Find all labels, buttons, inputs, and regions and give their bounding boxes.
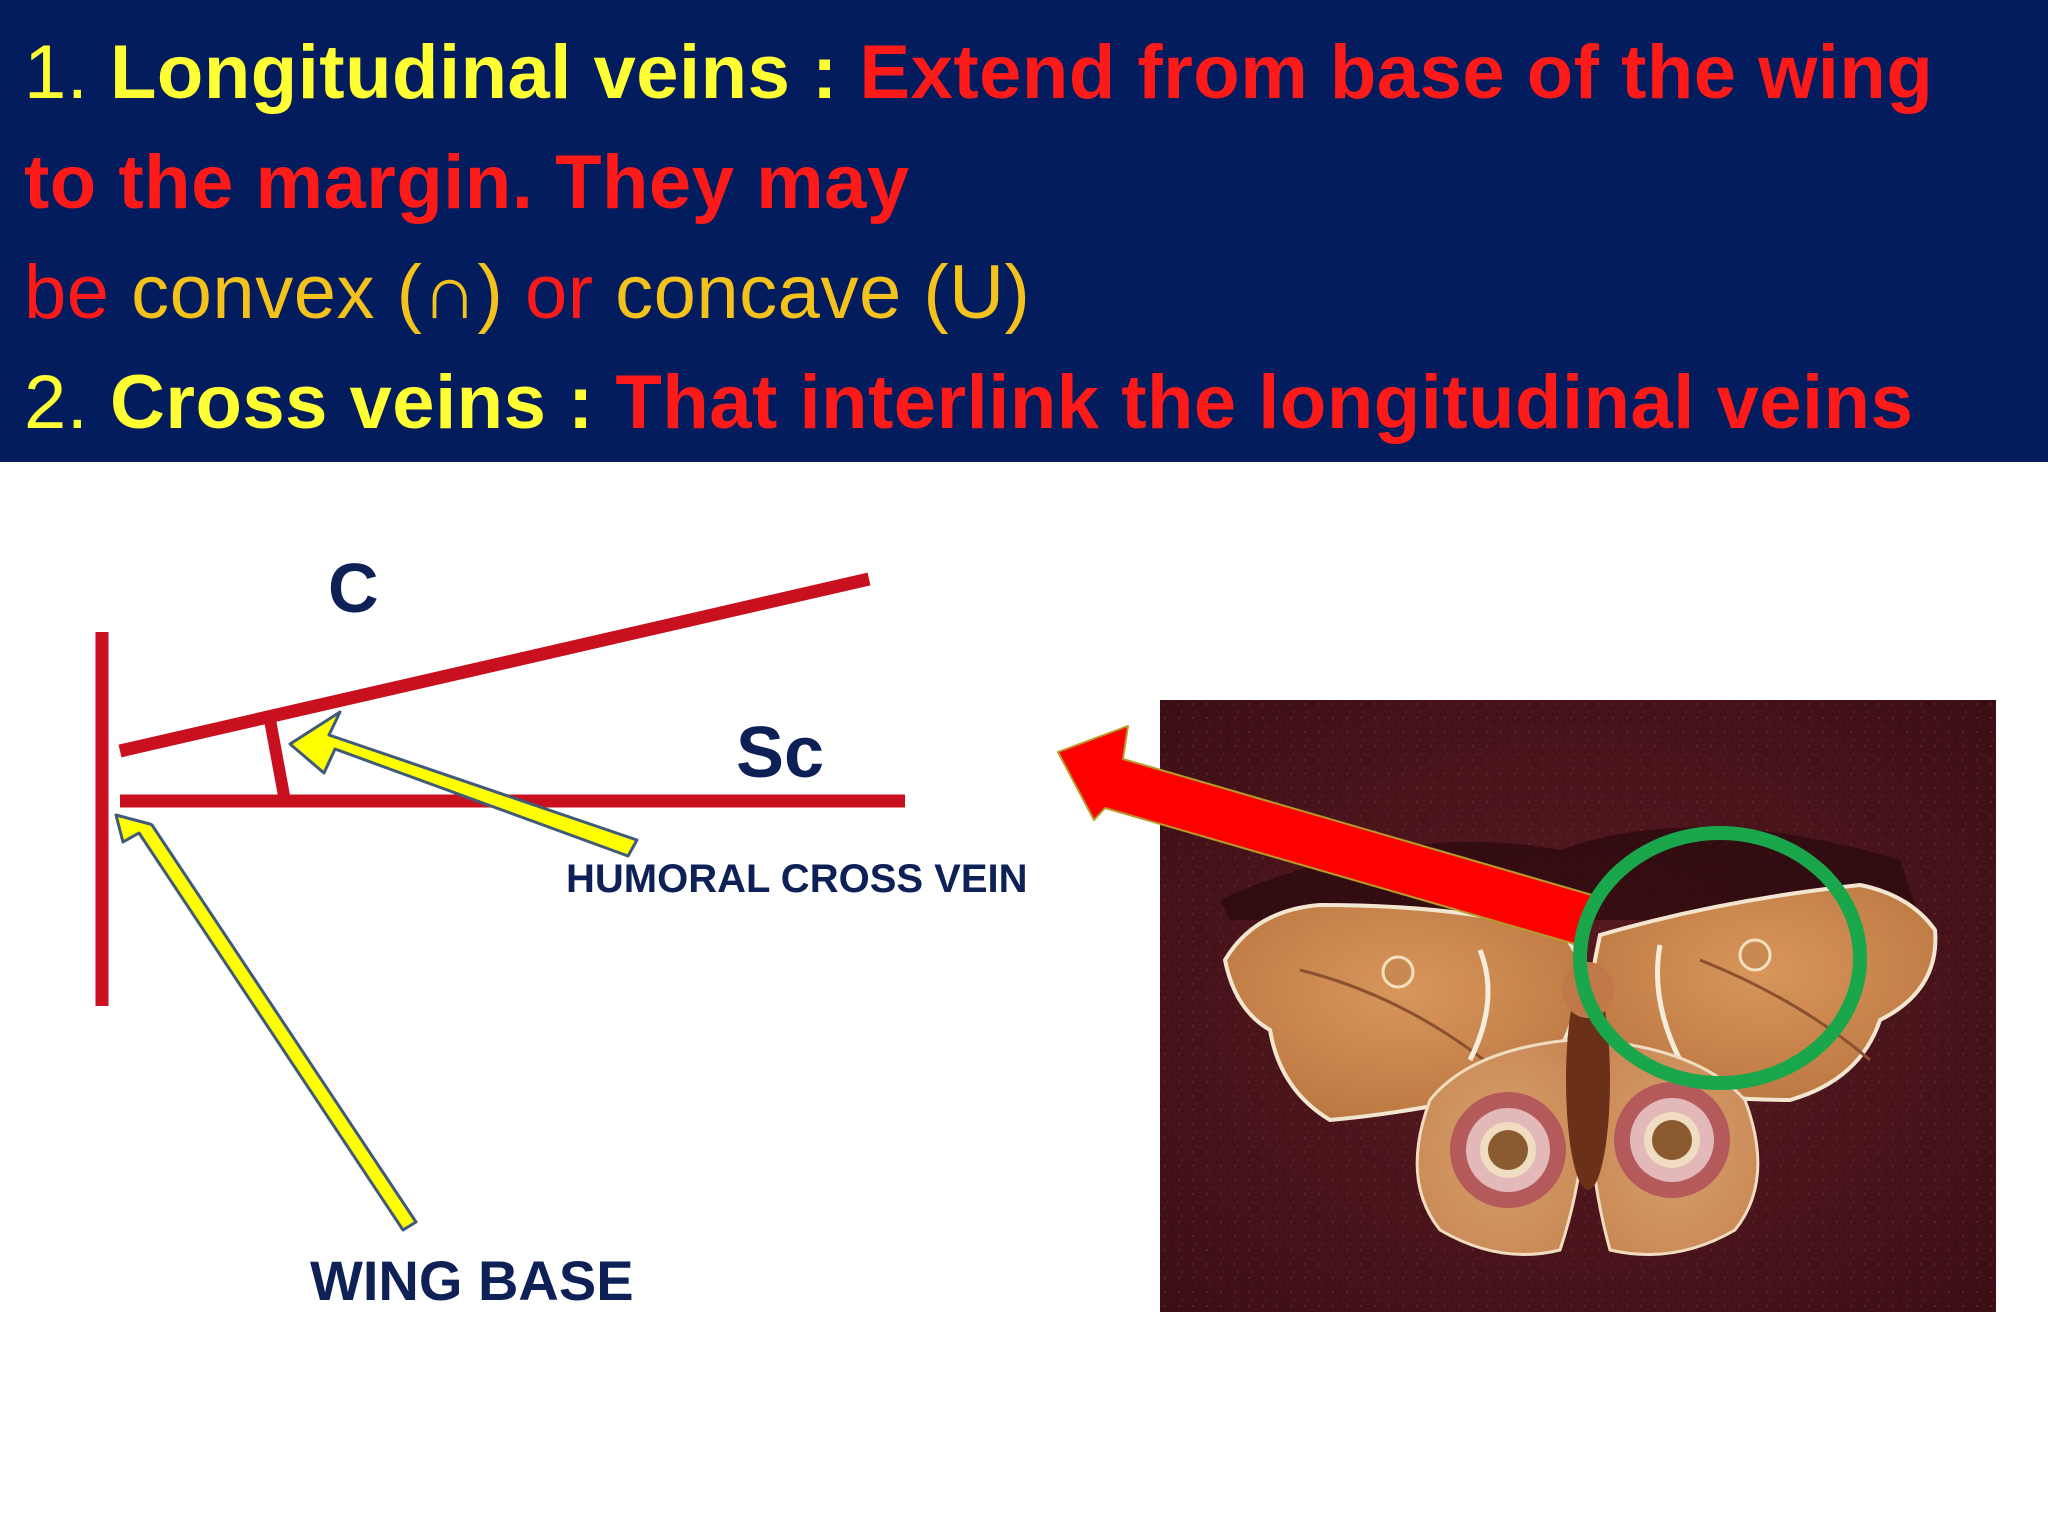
line4-term: Cross veins : — [110, 360, 616, 445]
red-pointer-arrow — [1057, 725, 1593, 946]
line4-number: 2. — [24, 360, 110, 445]
line1-number: 1. — [24, 30, 110, 115]
header-banner: 1. Longitudinal veins : Extend from base… — [0, 0, 2048, 462]
humoral-cross-vein — [264, 718, 291, 803]
line1-definition: Extend from base of the wing — [859, 30, 1934, 115]
humoral-arrow — [288, 710, 639, 858]
line3-convex: convex (∩) — [131, 250, 525, 335]
wing-base-arrow — [114, 813, 418, 1232]
moth-photo — [1160, 700, 1996, 1312]
label-wing-base: WING BASE — [310, 1249, 634, 1312]
line1-term: Longitudinal veins : — [110, 30, 860, 115]
header-line-4: 2. Cross veins : That interlink the long… — [24, 348, 2024, 458]
highlight-circle — [1573, 826, 1867, 1090]
label-sc: Sc — [736, 713, 824, 793]
header-line-2: to the margin. They may — [24, 128, 2024, 238]
header-line-3: be convex (∩) or concave (U) — [24, 238, 2024, 348]
line3-be: be — [24, 250, 132, 335]
line4-definition: That interlink the longitudinal veins — [615, 360, 1914, 445]
line3-concave: concave (U) — [615, 250, 1031, 335]
header-line-1: 1. Longitudinal veins : Extend from base… — [24, 18, 2024, 128]
costa-vein — [118, 572, 871, 758]
label-humoral-cross-vein: HUMORAL CROSS VEIN — [566, 857, 1028, 901]
line3-or: or — [524, 250, 616, 335]
line2-text: to the margin. They may — [24, 140, 910, 225]
label-c: C — [328, 549, 379, 627]
